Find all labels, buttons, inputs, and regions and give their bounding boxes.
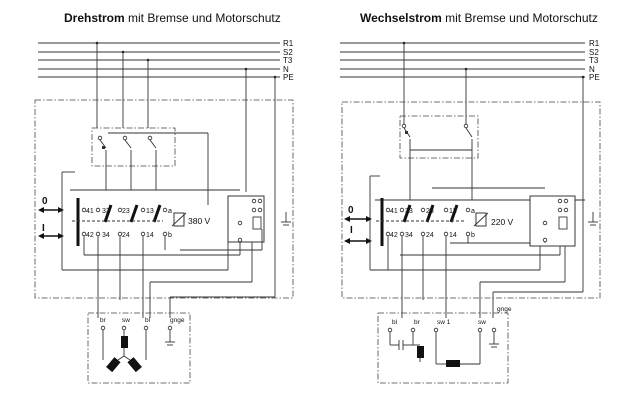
left-switch-arrows-icon: [38, 207, 64, 239]
left-motor-star-icon: [100, 325, 175, 373]
left-relay-contacts: [97, 132, 209, 205]
right-voltage-label: 220 V: [491, 217, 514, 227]
right-contact-bottom-label: 24: [426, 232, 434, 239]
left-thermal-relay-block: [227, 195, 265, 270]
left-contact-bottom-label: 24: [122, 232, 130, 239]
left-contact-row: [72, 198, 187, 300]
left-ground-icon: [281, 212, 291, 226]
right-motor-capacitor-icon: [387, 327, 499, 367]
left-motor-outline: [87, 312, 191, 384]
left-line-label: S2: [283, 48, 293, 57]
left-title: Drehstrom mit Bremse und Motorschutz: [64, 11, 281, 25]
right-ground-icon: [588, 212, 598, 226]
right-contact-top-label: 13: [449, 208, 457, 215]
left-line-label: N: [283, 65, 289, 74]
right-contact-bottom-label: 42: [390, 232, 398, 239]
left-busbars: [61, 171, 262, 271]
left-motor-label: bl: [145, 317, 151, 324]
right-line-label: S2: [589, 48, 599, 57]
left-contact-bottom-label: 14: [146, 232, 154, 239]
right-motor-label: gnge: [497, 306, 512, 313]
left-contact-top-label: 41: [86, 208, 94, 215]
left-contact-top-label: 13: [146, 208, 154, 215]
right-relay-contacts: [401, 123, 473, 200]
left-motor-feed: [97, 205, 276, 318]
right-motor-label: sw: [478, 319, 486, 326]
left-motor-label: sw: [122, 317, 130, 324]
left-switch-on-label: I: [42, 223, 45, 234]
left-voltage-label: 380 V: [188, 216, 211, 226]
left-contact-top-label: a: [168, 208, 172, 215]
right-contact-bottom-label: 14: [449, 232, 457, 239]
right-switch-arrows-icon: [344, 216, 372, 244]
right-motor-label: bl: [392, 319, 398, 326]
right-housing-outline: [341, 101, 601, 299]
right-title: Wechselstrom mit Bremse und Motorschutz: [360, 11, 598, 25]
right-supply-drops: [402, 41, 585, 205]
right-switch-off-label: 0: [348, 205, 354, 216]
left-supply-lines: [38, 42, 280, 78]
left-contact-bottom-label: b: [168, 232, 172, 239]
left-motor-label: br: [100, 317, 107, 324]
right-motor-label: br: [414, 319, 421, 326]
right-contact-row: [376, 198, 489, 300]
left-contact-bottom-label: 34: [102, 232, 110, 239]
left-diagram: R1 S2 T3 N PE: [34, 39, 294, 384]
right-switch-on-label: I: [350, 225, 353, 236]
right-motor-feed: [401, 205, 584, 318]
right-motor-outline: [377, 312, 509, 384]
left-line-label: R1: [283, 39, 294, 48]
right-relay-outline: [399, 115, 479, 159]
right-line-label: PE: [589, 73, 600, 82]
left-contact-top-label: 33: [102, 208, 110, 215]
left-contact-top-label: 23: [122, 208, 130, 215]
right-line-label: T3: [589, 56, 599, 65]
left-line-label: T3: [283, 56, 293, 65]
right-contact-top-label: 41: [390, 208, 398, 215]
left-supply-drops: [95, 41, 277, 205]
left-contact-bottom-label: 42: [86, 232, 94, 239]
right-line-label: R1: [589, 39, 600, 48]
left-switch-off-label: 0: [42, 196, 48, 207]
right-contact-bottom-label: b: [471, 232, 475, 239]
right-line-label: N: [589, 65, 595, 74]
right-thermal-relay-block: [529, 195, 576, 270]
right-supply-lines: [340, 42, 585, 78]
right-contact-top-label: a: [471, 208, 475, 215]
right-contact-top-label: 23: [426, 208, 434, 215]
right-motor-label: sw 1: [437, 319, 451, 326]
right-diagram: R1 S2 T3 N PE: [340, 39, 601, 384]
right-contact-bottom-label: 34: [405, 232, 413, 239]
left-motor-label: gnge: [170, 317, 185, 324]
right-contact-top-label: 33: [405, 208, 413, 215]
left-relay-outline: [91, 127, 176, 167]
left-housing-outline: [34, 99, 294, 299]
left-line-label: PE: [283, 73, 294, 82]
